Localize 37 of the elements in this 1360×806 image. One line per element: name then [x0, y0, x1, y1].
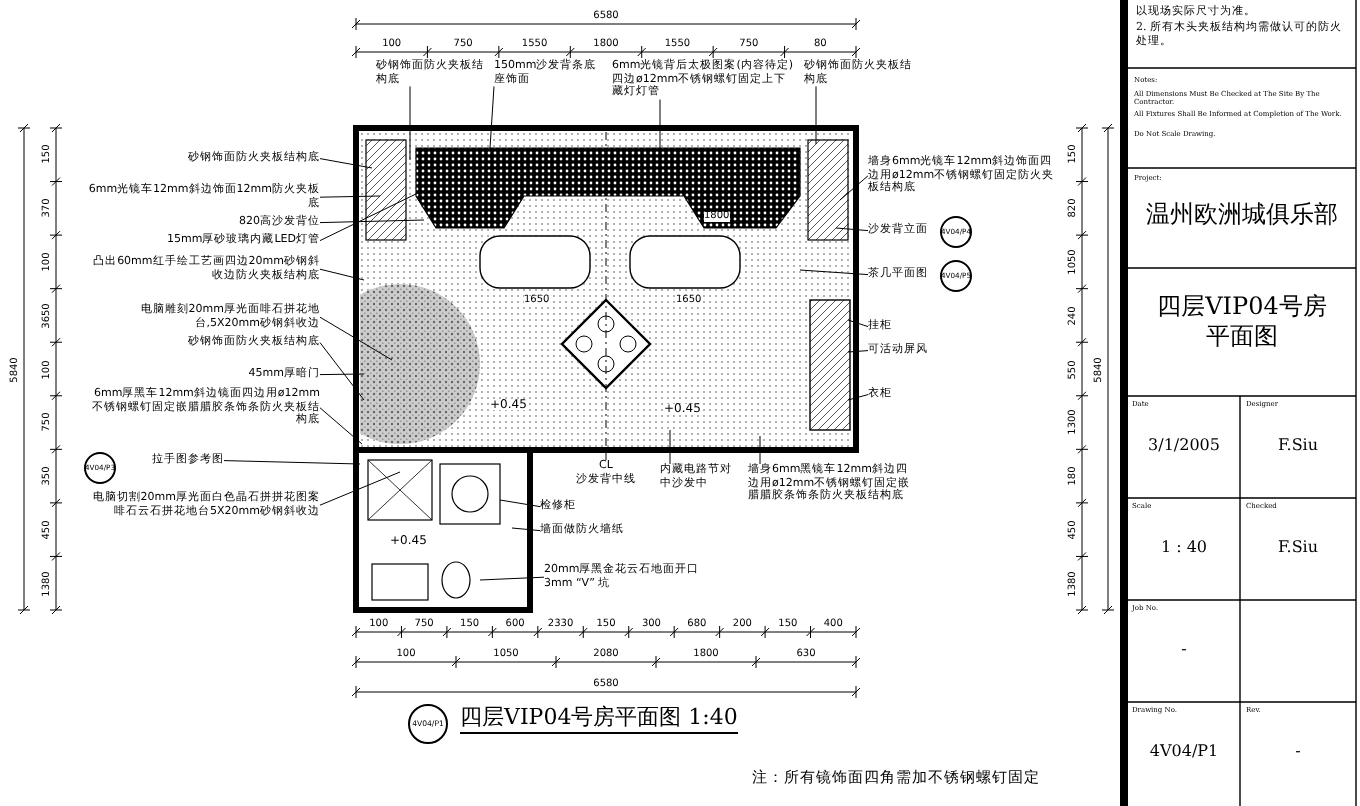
leader-line [489, 85, 495, 149]
field-value: F.Siu [1275, 436, 1321, 456]
leader-line [409, 85, 411, 161]
leader-line [815, 85, 817, 145]
leader-line [847, 394, 869, 401]
leader-line [605, 451, 607, 461]
leader-line [499, 499, 541, 508]
leader-line [847, 319, 869, 328]
drawing-title: 四层VIP04号房平面图 1:40 [460, 704, 738, 734]
leader-line [659, 99, 661, 149]
field-value: 1 : 40 [1158, 538, 1210, 558]
leader-line [223, 460, 361, 465]
field-value: 4V04/P1 [1147, 742, 1221, 762]
leader-line [847, 350, 869, 353]
leader-line [319, 191, 421, 242]
leader-line [319, 268, 365, 281]
leader-line [511, 527, 541, 532]
leader-line [479, 576, 545, 581]
leader-line [319, 316, 393, 361]
drawing-name: 四层VIP04号房平面图 [1155, 292, 1329, 352]
leader-line [759, 435, 761, 465]
leader-line [319, 158, 373, 169]
field-value: - [1293, 742, 1303, 762]
leader-line [839, 175, 869, 201]
project-name: 温州欧洲城俱乐部 [1144, 200, 1340, 230]
leader-line [319, 373, 365, 376]
leader-line [835, 227, 869, 232]
leader-line [319, 342, 365, 401]
leader-line [669, 429, 671, 465]
field-value: - [1179, 640, 1189, 660]
leader-line [319, 471, 401, 506]
field-value: 3/1/2005 [1146, 436, 1222, 456]
leader-line [319, 219, 425, 224]
leader-line [319, 195, 381, 198]
field-value: F.Siu [1275, 538, 1321, 558]
leader-line [319, 407, 363, 445]
leader-line [799, 269, 869, 276]
